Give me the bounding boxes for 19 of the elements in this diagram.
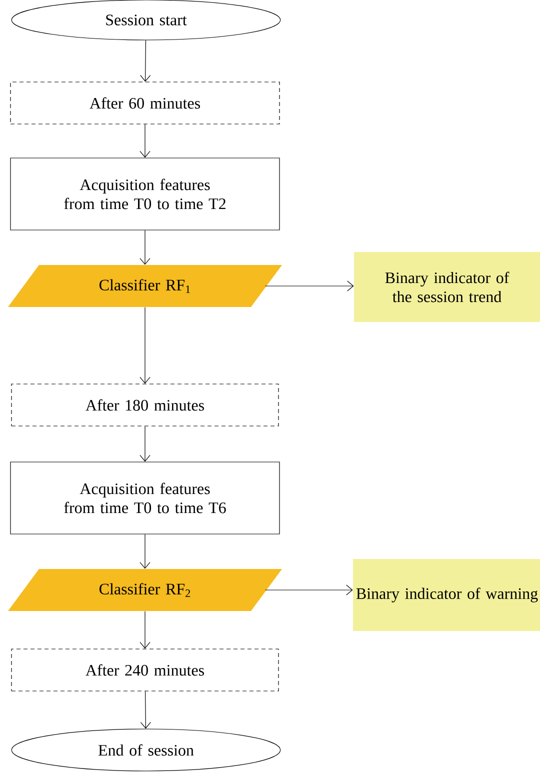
arrow [140,124,150,158]
arrow [140,426,150,462]
arrow [140,610,150,649]
arrow [140,306,150,384]
process-box: Acquisition features from time T0 to time T2 [10,158,280,230]
arrow [140,40,151,82]
wait-box: After 60 minutes [10,82,280,124]
classifier-parallelogram: Classifier RF$_{2}$ [8,569,282,611]
arrow [140,230,150,265]
process-box: Acquisition features from time T0 to time T6 [10,462,280,534]
arrow [264,280,354,292]
output-box: Binary indicator of warning [353,559,540,631]
wait-box: After 180 minutes [11,384,279,426]
arrow [140,534,150,569]
output-box: Binary indicator of the session trend [354,252,540,322]
arrow [140,691,151,729]
classifier-parallelogram: Classifier RF$_{1}$ [8,265,282,307]
arrow [264,584,353,596]
wait-box: After 240 minutes [11,648,279,692]
